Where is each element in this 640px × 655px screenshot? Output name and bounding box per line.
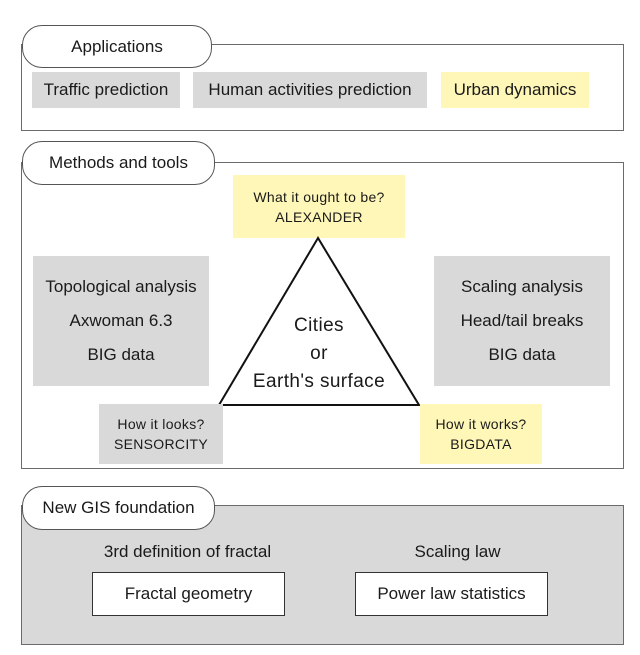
- topological-analysis-label: Topological analysis: [45, 277, 197, 296]
- left-big-data-label: BIG data: [87, 345, 155, 364]
- how-it-works-note: How it works? BIGDATA: [420, 404, 542, 464]
- ought-to-be-question: What it ought to be?: [253, 188, 385, 205]
- axwoman-label: Axwoman 6.3: [69, 311, 173, 330]
- center-cities: Cities: [294, 315, 344, 336]
- scaling-law-caption: Scaling law: [414, 542, 501, 561]
- center-earth-surface: Earth's surface: [252, 371, 386, 392]
- power-law-statistics-box: Power law statistics: [355, 572, 548, 616]
- how-it-looks-note: How it looks? SENSORCITY: [99, 404, 223, 464]
- ought-to-be-note: What it ought to be? ALEXANDER: [233, 175, 405, 238]
- foundation-title: New GIS foundation: [22, 486, 215, 530]
- center-label: Cities or Earth's surface: [229, 311, 409, 397]
- topological-panel: Topological analysis Axwoman 6.3 BIG dat…: [33, 256, 209, 386]
- fractal-definition-caption: 3rd definition of fractal: [103, 542, 272, 561]
- scaling-panel: Scaling analysis Head/tail breaks BIG da…: [434, 256, 610, 386]
- how-it-works-author: BIGDATA: [450, 436, 512, 452]
- applications-title: Applications: [22, 25, 212, 68]
- fractal-geometry-box: Fractal geometry: [92, 572, 285, 616]
- application-urban-dynamics: Urban dynamics: [441, 72, 589, 108]
- application-traffic-prediction: Traffic prediction: [32, 72, 180, 108]
- how-it-looks-question: How it looks?: [117, 416, 205, 432]
- head-tail-breaks-label: Head/tail breaks: [460, 311, 584, 330]
- ought-to-be-author: ALEXANDER: [275, 208, 363, 225]
- application-human-activities-prediction: Human activities prediction: [193, 72, 427, 108]
- scaling-analysis-label: Scaling analysis: [461, 277, 583, 296]
- how-it-looks-author: SENSORCITY: [113, 436, 208, 452]
- center-or: or: [310, 343, 328, 364]
- how-it-works-question: How it works?: [435, 416, 527, 432]
- right-big-data-label: BIG data: [488, 345, 556, 364]
- methods-title: Methods and tools: [22, 141, 215, 185]
